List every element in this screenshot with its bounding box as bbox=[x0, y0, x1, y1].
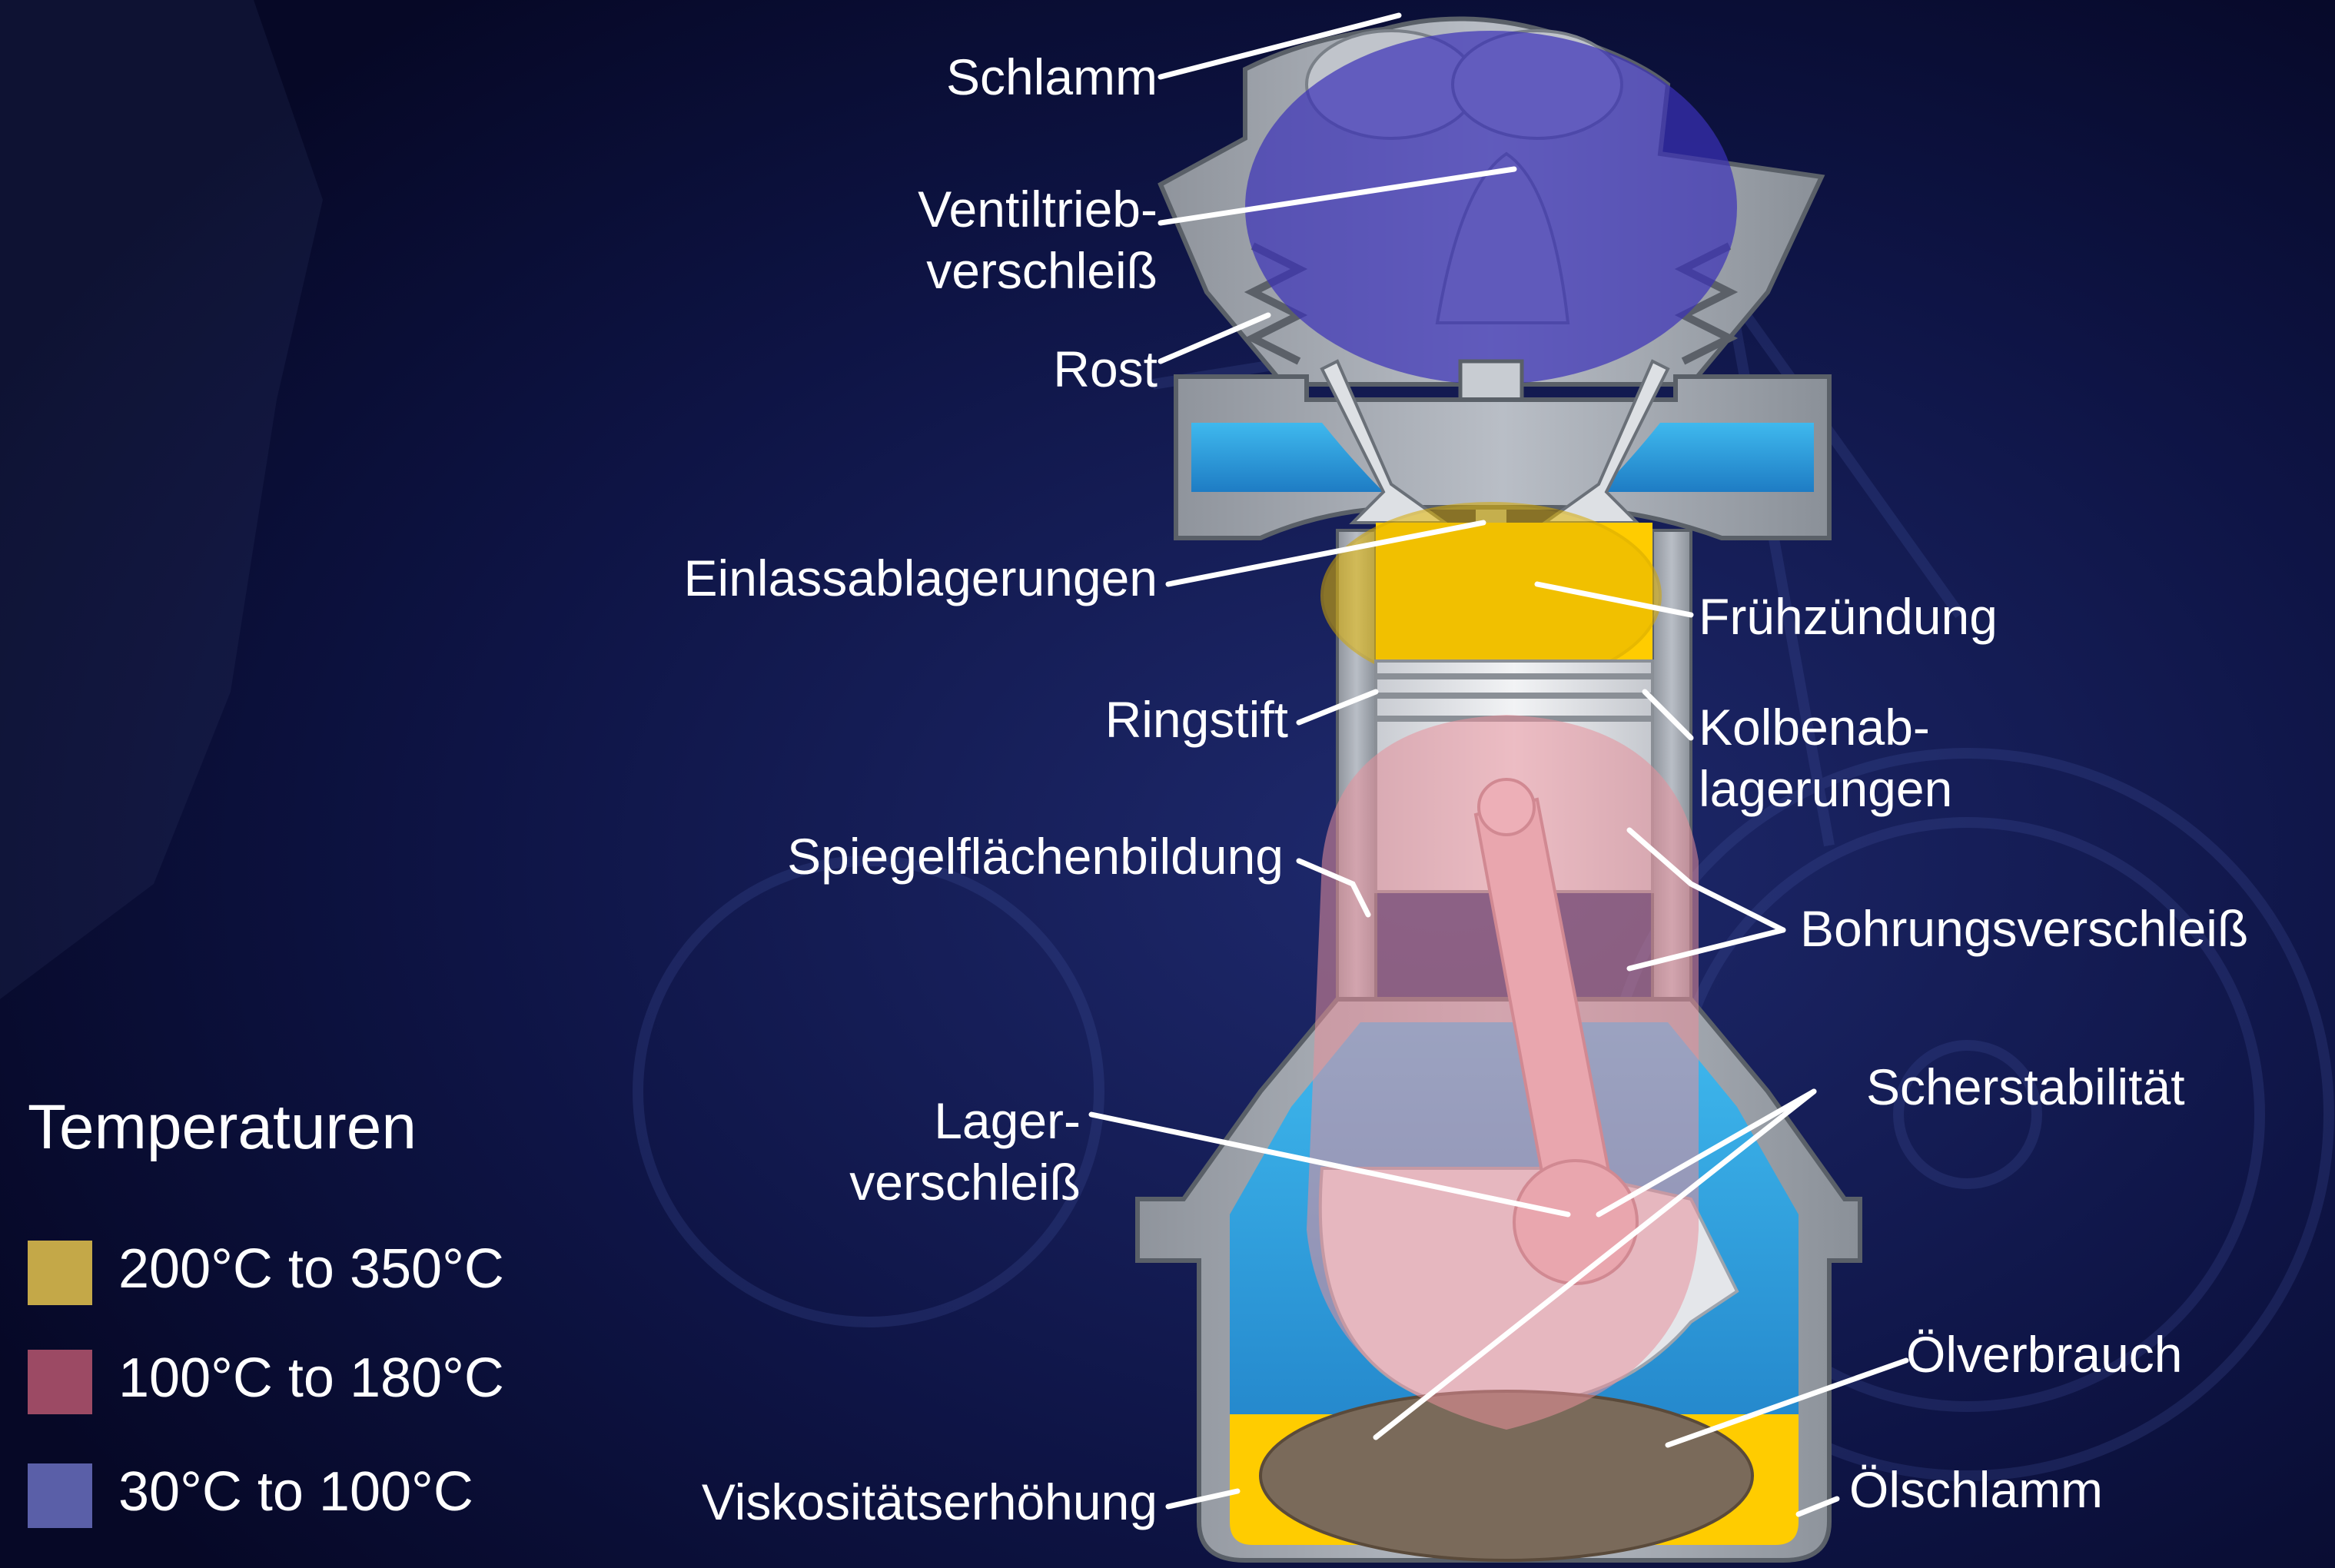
legend-swatch-high bbox=[28, 1241, 92, 1305]
legend-swatch-low bbox=[28, 1463, 92, 1528]
label-ringstift: Ringstift bbox=[1105, 689, 1288, 750]
label-lagerverschleiss: Lager- verschleiß bbox=[849, 1090, 1081, 1213]
label-einlassablagerungen: Einlassablagerungen bbox=[684, 547, 1158, 609]
label-ventiltrieb: Ventiltrieb- verschleiß bbox=[918, 178, 1158, 301]
label-fruehzuendung: Frühzündung bbox=[1699, 586, 1998, 647]
label-rost: Rost bbox=[1053, 338, 1158, 400]
label-viskositaetserhoehung: Viskositätserhöhung bbox=[702, 1471, 1158, 1533]
label-scherstabilitaet: Scherstabilität bbox=[1866, 1056, 2185, 1118]
legend-label-high: 200°C to 350°C bbox=[118, 1237, 504, 1301]
piston-temperature-zone bbox=[1307, 715, 1699, 1430]
legend-swatch-medium bbox=[28, 1350, 92, 1414]
label-oelverbrauch: Ölverbrauch bbox=[1906, 1324, 2183, 1385]
legend-label-low: 30°C to 100°C bbox=[118, 1460, 473, 1523]
label-oelschlamm: Ölschlamm bbox=[1849, 1459, 2103, 1520]
valve-temperature-zone bbox=[1245, 31, 1737, 384]
legend-title: Temperaturen bbox=[28, 1091, 417, 1164]
label-spiegelflaechenbildung: Spiegelflächenbildung bbox=[787, 826, 1284, 887]
legend-label-medium: 100°C to 180°C bbox=[118, 1347, 504, 1410]
label-kolbenablagerungen: Kolbenab- lagerungen bbox=[1699, 696, 1952, 819]
label-bohrungsverschleiss: Bohrungsverschleiß bbox=[1800, 898, 2248, 959]
label-schlamm: Schlamm bbox=[946, 46, 1158, 108]
